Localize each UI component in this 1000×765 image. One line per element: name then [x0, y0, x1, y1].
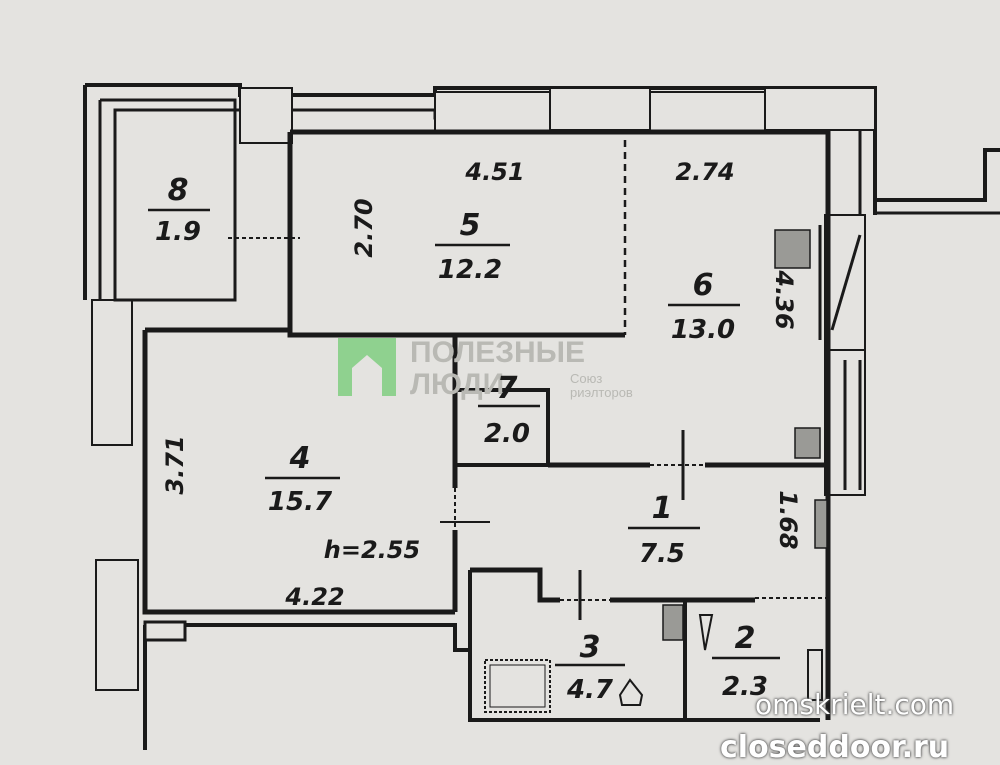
- room-7-area: 2.0: [484, 419, 530, 449]
- room-3-number: 3: [580, 630, 601, 665]
- watermark-sub1: Союз: [570, 371, 602, 386]
- balcony-door: [818, 225, 862, 490]
- dim-room6-width: 2.74: [675, 158, 734, 186]
- room-3-area: 4.7: [566, 675, 614, 705]
- interior-walls: [113, 108, 831, 750]
- dim-room5-depth: 2.70: [350, 198, 378, 257]
- ceiling-height: h=2.55: [324, 536, 420, 564]
- room-8-number: 8: [168, 173, 189, 208]
- dim-room4-width: 4.22: [284, 583, 344, 611]
- watermark: ПОЛЕЗНЫЕ ЛЮДИ Союз риэлторов: [338, 336, 633, 401]
- watermark-line2: ЛЮДИ: [410, 368, 504, 401]
- watermark-sub2: риэлторов: [570, 385, 633, 400]
- dim-room5-width: 4.51: [464, 158, 524, 186]
- room-1-number: 1: [652, 491, 673, 526]
- door-openings: [228, 237, 828, 620]
- dimension-labels: 4.51 2.70 2.74 4.36 3.71 4.22 1.68 h=2.5…: [161, 158, 802, 611]
- room-5-area: 12.2: [438, 255, 502, 285]
- watermark-line1: ПОЛЕЗНЫЕ: [410, 336, 585, 369]
- room-2-number: 2: [735, 621, 756, 656]
- vent-shafts: [662, 229, 828, 641]
- room-1-area: 7.5: [639, 539, 685, 569]
- room-6-number: 6: [693, 268, 714, 303]
- room-labels: 8 1.9 5 12.2 6 13.0 7 2.0 4 15.7 1 7.5 3…: [148, 173, 780, 705]
- site-label-primary: omskrielt.com: [755, 688, 955, 721]
- room-5-number: 5: [460, 208, 481, 243]
- site-label-secondary: closeddoor.ru: [720, 730, 950, 765]
- dim-room1-depth: 1.68: [774, 490, 802, 549]
- room-7-number: 7: [497, 371, 518, 406]
- dim-room4-depth: 3.71: [161, 435, 189, 494]
- bath-fixtures: [484, 614, 823, 713]
- dim-room6-depth: 4.36: [770, 269, 798, 329]
- room-4-number: 4: [289, 441, 311, 476]
- room-8-area: 1.9: [155, 217, 201, 247]
- room-4-area: 15.7: [268, 487, 333, 517]
- room-2-area: 2.3: [722, 672, 768, 702]
- room-6-area: 13.0: [671, 315, 735, 345]
